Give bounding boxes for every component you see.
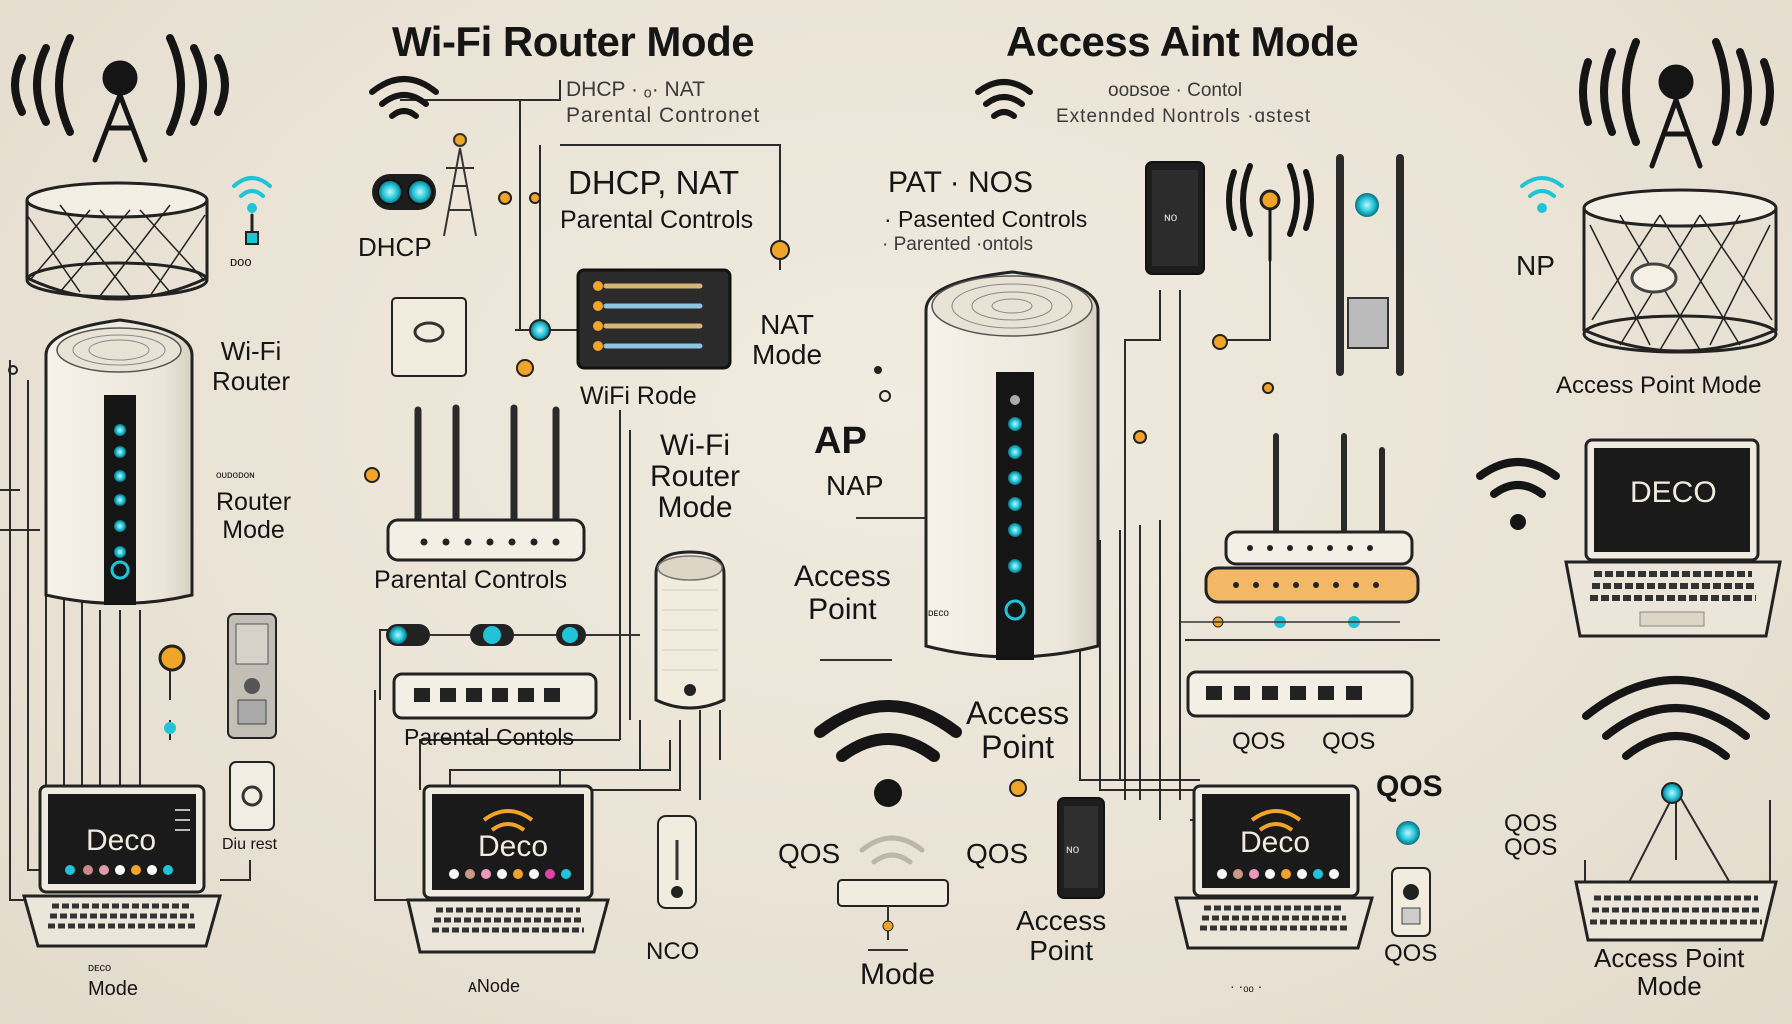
label-wifi-router-mode: Wi-Fi Router Mode [650,429,741,524]
laptop-center-right [1174,784,1374,950]
ethernet-switch-center-left [392,672,598,720]
label-poo: ᴅoo [230,254,252,269]
laptop-left [22,784,222,948]
laptop-left-deco: Deco [86,824,157,857]
laptop-center-left [406,784,610,954]
label-np: NP [1516,250,1555,281]
wifi-center-right-icon [975,79,1033,119]
wall-plug-device [657,815,697,909]
label-tiny-router: ᴏᴜᴅᴏᴅᴏɴ [216,470,255,481]
label-nat-mode: NAT Mode [752,309,823,370]
phone-label: ɴᴏ [1066,842,1080,856]
connector-dots [8,191,1683,845]
status-dots-row-right [1180,616,1400,628]
label-access-point-a: Access Point [794,560,891,626]
label-qos-b: QOS [966,838,1029,869]
label-mode-center: Mode [860,958,936,991]
label-dev-a: ᴅᴇᴄᴏ [88,962,112,974]
broadcast-antenna-icon [1226,163,1314,262]
wifi-small-left-icon [232,176,272,245]
toggle-switch-icon [372,174,436,210]
antenna-mast-icon [443,133,477,237]
smartphone-device [1145,161,1205,275]
label-access-point-b: Access Point [966,695,1070,765]
label-wifi-router: Wi-Fi Router [212,336,291,396]
header-right-line1: ooᴅsoe · Contol [1108,80,1243,101]
wifi-right-lower-icon [1582,676,1770,760]
label-access-point-mode-b: Access Point Mode [1594,943,1745,1001]
label-dhcp: DHCP [358,232,432,262]
radio-tower-left-icon [11,34,229,163]
label-access-point-c: Access Point [1016,905,1107,966]
tower-center-label: ᴅᴇᴄᴏ [928,608,949,619]
wifi-center-left-icon [369,76,439,119]
wall-socket-icon [391,297,467,377]
router-four-antenna [386,404,586,562]
deco-tower-center [924,270,1100,660]
label-parental-controls-c: Parental Contols [404,724,575,750]
laptop-right-top [1564,438,1782,638]
label-qos-a: QOS [778,838,841,869]
mesh-dish-right-icon [1582,188,1778,354]
label-parented-rontols: · Parented ·ontols [882,234,1034,255]
laptop-center-right-deco: Deco [1240,826,1311,859]
label-diu-rest: Diu rest [222,836,278,853]
control-panel-device [576,268,732,370]
mobile-phone-center [1057,797,1105,899]
label-pasented-controls: · Pasented Controls [884,206,1088,232]
router-three-antenna [1204,433,1420,604]
wall-remote-right [1391,867,1431,937]
radio-tower-right-icon [1579,38,1774,169]
label-qos-d: QOS [1322,728,1376,755]
laptop-right-bottom [1574,880,1778,942]
header-left-line1: DHCP · ₒ· NAT [566,78,705,101]
dual-antenna-stand [1336,154,1404,376]
ap-mode-title: Access Aint Mode [1006,18,1359,65]
wifi-right-mid-icon [1476,458,1560,530]
wifi-large-icon [814,700,962,807]
deco-tower-left [44,318,194,605]
label-pat-nos: PAT · NOS [888,166,1034,199]
label-ap: AP [814,420,867,462]
label-qos-c: QOS [1232,728,1286,755]
label-access-point-mode-a: Access Point Mode [1556,372,1762,399]
label-qos-g: QOS [1384,940,1438,967]
smart-speaker [654,550,726,710]
mesh-dish-left-icon [25,181,209,301]
label-dhcp-nat: DHCP, NAT [568,164,740,201]
laptop-right-deco: DECO [1630,476,1717,509]
wall-intercom-left [227,613,277,739]
label-wifi-rode: WiFi Rode [580,382,697,410]
label-mode-footer: · ·ₒₒ · [1230,978,1263,994]
label-qos-e: QOS [1376,770,1443,803]
label-mode-left: Mode [88,978,139,1000]
wifi-small-right-icon [1520,176,1564,213]
label-nap: NAP [826,470,884,501]
header-right-line2: Extennded Nontrols ·ɑstest [1056,106,1312,127]
small-base-device [837,879,949,951]
label-nco: NCO [646,938,700,965]
router-mode-title: Wi-Fi Router Mode [392,18,755,65]
label-parental-controls-b: Parental Controls [374,566,568,594]
smartphone-label: ɴᴏ [1164,210,1178,224]
label-parental-controls-a: Parental Controls [560,206,754,234]
wall-switch-left [229,761,275,831]
ethernet-switch-center-right [1186,670,1414,718]
label-qos-f: QOS QOS [1504,810,1558,861]
label-router-mode: Router Mode [216,488,292,544]
header-left-line2: Parental Contronet [566,104,761,127]
wifi-faint-icon [859,835,925,865]
label-anode: ᴀNode [468,976,520,996]
status-toggles-row [386,624,640,646]
laptop-center-left-deco: Deco [478,830,549,863]
